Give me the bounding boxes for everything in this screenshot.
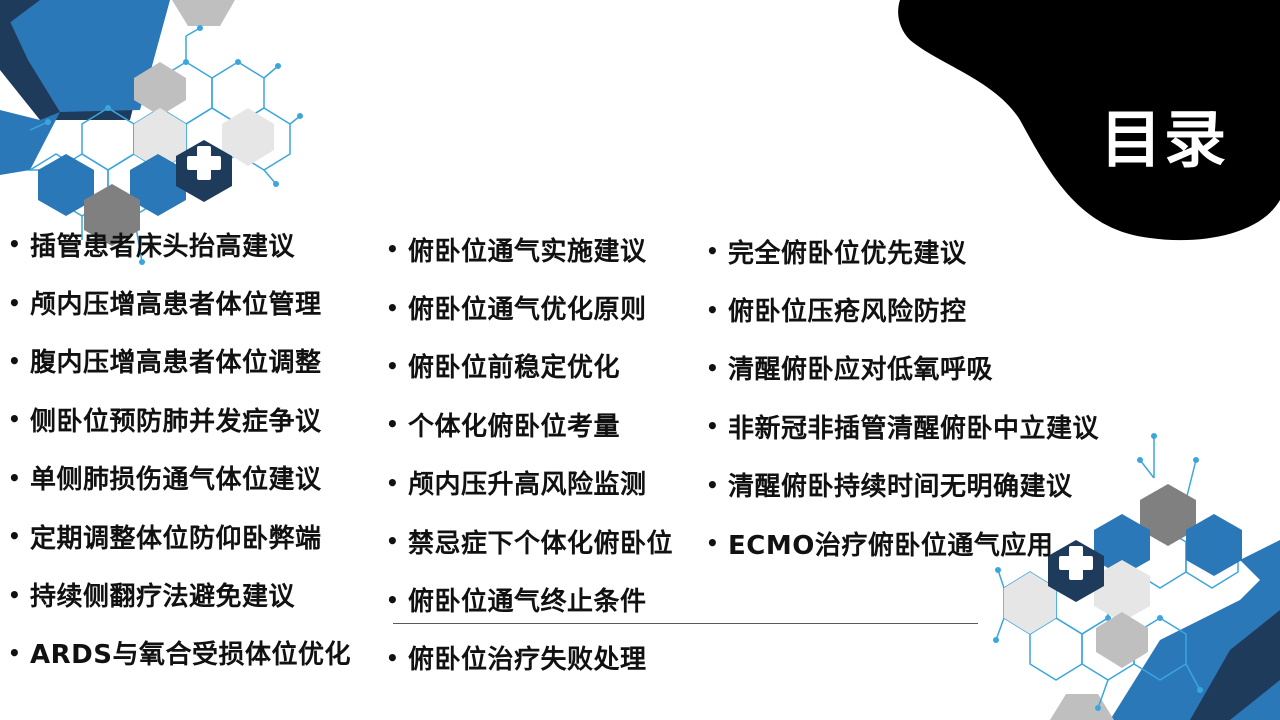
toc-item[interactable]: • 俯卧位前稳定优化 xyxy=(386,337,673,395)
toc-item-label: 禁忌症下个体化俯卧位 xyxy=(408,528,674,559)
page-title: 目录 xyxy=(1100,103,1229,176)
hex-gray-2 xyxy=(84,184,140,246)
bullet: • xyxy=(386,237,399,262)
toc-item[interactable]: • 个体化俯卧位考量 xyxy=(386,395,673,453)
toc-column-3: • 完全俯卧位优先建议 • 俯卧位压疮风险防控 • 清醒俯卧应对低氧呼吸 • 非新冠非插… xyxy=(706,222,1099,572)
medical-cross-icon xyxy=(1059,546,1093,580)
bullet: • xyxy=(706,355,719,380)
toc-item[interactable]: • 非新冠非插管清醒俯卧中立建议 xyxy=(706,397,1099,455)
toc-item[interactable]: • 清醒俯卧应对低氧呼吸 xyxy=(706,339,1099,397)
toc-item-label: 俯卧位治疗失败处理 xyxy=(408,645,647,676)
top-left-shard-blue2 xyxy=(0,110,60,175)
hex-gray-1 xyxy=(134,62,186,116)
toc-item[interactable]: • 俯卧位通气实施建议 xyxy=(386,220,673,278)
bullet: • xyxy=(386,295,399,320)
toc-item-label: 侧卧位预防肺并发症争议 xyxy=(30,406,322,437)
toc-item-label: 颅内压升高风险监测 xyxy=(408,470,647,501)
bullet: • xyxy=(8,407,21,432)
toc-item-label: 插管患者床头抬高建议 xyxy=(30,231,296,262)
top-left-shard-corner xyxy=(0,0,40,30)
hex-lightgray-4 xyxy=(1004,572,1056,634)
bullet: • xyxy=(386,529,399,554)
hex-lightgray-2 xyxy=(222,108,274,166)
hex-lightgray-1 xyxy=(134,108,186,170)
bullet: • xyxy=(8,582,21,607)
toc-item[interactable]: • 俯卧位通气终止条件 xyxy=(386,570,673,628)
toc-item[interactable]: • 颅内压增高患者体位管理 xyxy=(8,273,351,331)
bullet: • xyxy=(8,640,21,665)
toc-item-label: 单侧肺损伤通气体位建议 xyxy=(30,465,322,496)
bottom-right-hex-nodes xyxy=(993,433,1203,711)
toc-item[interactable]: • 俯卧位通气优化原则 xyxy=(386,278,673,336)
toc-item-label: 非新冠非插管清醒俯卧中立建议 xyxy=(728,413,1100,444)
top-left-hex-nodes xyxy=(45,25,303,265)
toc-item-label: 清醒俯卧应对低氧呼吸 xyxy=(728,355,994,386)
bullet: • xyxy=(8,232,21,257)
toc-item[interactable]: • ECMO治疗俯卧位通气应用 xyxy=(706,514,1099,572)
toc-item[interactable]: • 俯卧位压疮风险防控 xyxy=(706,280,1099,338)
toc-item-label: 俯卧位压疮风险防控 xyxy=(728,297,967,328)
bullet: • xyxy=(8,290,21,315)
toc-item-label: 俯卧位通气优化原则 xyxy=(408,295,647,326)
hex-lightgray-3 xyxy=(1094,560,1150,622)
toc-item-label: 俯卧位通气终止条件 xyxy=(408,587,647,618)
bullet: • xyxy=(386,587,399,612)
bullet: • xyxy=(8,524,21,549)
bullet: • xyxy=(706,297,719,322)
toc-item-label: 清醒俯卧持续时间无明确建议 xyxy=(728,472,1073,503)
title-blob xyxy=(898,0,1280,241)
toc-item[interactable]: • 定期调整体位防仰卧弊端 xyxy=(8,507,351,565)
bottom-right-gray-partial xyxy=(1050,694,1114,720)
top-left-shard-blue xyxy=(0,0,170,112)
toc-item[interactable]: • 单侧肺损伤通气体位建议 xyxy=(8,449,351,507)
bullet: • xyxy=(706,239,719,264)
bullet: • xyxy=(8,348,21,373)
bullet: • xyxy=(8,465,21,490)
toc-item[interactable]: • 完全俯卧位优先建议 xyxy=(706,222,1099,280)
toc-item[interactable]: • 侧卧位预防肺并发症争议 xyxy=(8,390,351,448)
toc-item-label: 个体化俯卧位考量 xyxy=(408,411,621,442)
toc-item[interactable]: • 清醒俯卧持续时间无明确建议 xyxy=(706,456,1099,514)
hex-blue-4 xyxy=(1186,514,1242,576)
toc-item-label: ECMO治疗俯卧位通气应用 xyxy=(728,530,1054,561)
toc-item-label: 颅内压增高患者体位管理 xyxy=(30,290,322,321)
hex-blue-3 xyxy=(1094,514,1150,576)
toc-item-label: ARDS与氧合受损体位优化 xyxy=(30,640,351,671)
toc-item[interactable]: • 禁忌症下个体化俯卧位 xyxy=(386,512,673,570)
bullet: • xyxy=(386,645,399,670)
toc-item-label: 完全俯卧位优先建议 xyxy=(728,238,967,269)
hex-gray-3 xyxy=(1140,484,1196,546)
hex-blue-2 xyxy=(130,154,186,216)
medical-cross-icon xyxy=(187,146,221,180)
toc-item[interactable]: • 颅内压升高风险监测 xyxy=(386,454,673,512)
toc-item-label: 俯卧位前稳定优化 xyxy=(408,353,621,384)
bullet: • xyxy=(706,531,719,556)
bullet: • xyxy=(386,470,399,495)
bottom-right-shard-top xyxy=(1240,540,1280,600)
toc-item[interactable]: • 持续侧翻疗法避免建议 xyxy=(8,565,351,623)
bullet: • xyxy=(706,472,719,497)
toc-item[interactable]: • 腹内压增高患者体位调整 xyxy=(8,332,351,390)
bottom-right-shard-dark xyxy=(1190,610,1280,720)
toc-item[interactable]: • 俯卧位治疗失败处理 xyxy=(386,629,673,687)
hex-gray-4 xyxy=(1096,612,1148,668)
toc-item[interactable]: • 插管患者床头抬高建议 xyxy=(8,215,351,273)
bullet: • xyxy=(386,412,399,437)
toc-item-label: 俯卧位通气实施建议 xyxy=(408,236,647,267)
toc-column-2: • 俯卧位通气实施建议 • 俯卧位通气优化原则 • 俯卧位前稳定优化 • 个体化俯卧位考… xyxy=(386,220,673,687)
bullet: • xyxy=(386,353,399,378)
divider-line xyxy=(393,623,978,624)
toc-column-1: • 插管患者床头抬高建议 • 颅内压增高患者体位管理 • 腹内压增高患者体位调整 • 侧… xyxy=(8,215,351,682)
toc-item-label: 持续侧翻疗法避免建议 xyxy=(30,582,296,613)
bullet: • xyxy=(706,414,719,439)
bottom-right-shard-corner xyxy=(1230,680,1280,720)
toc-item[interactable]: • ARDS与氧合受损体位优化 xyxy=(8,624,351,682)
top-left-gray-hex-partial xyxy=(172,0,235,26)
toc-item-label: 定期调整体位防仰卧弊端 xyxy=(30,523,322,554)
toc-item-label: 腹内压增高患者体位调整 xyxy=(30,348,322,379)
hex-blue-1 xyxy=(38,154,94,216)
